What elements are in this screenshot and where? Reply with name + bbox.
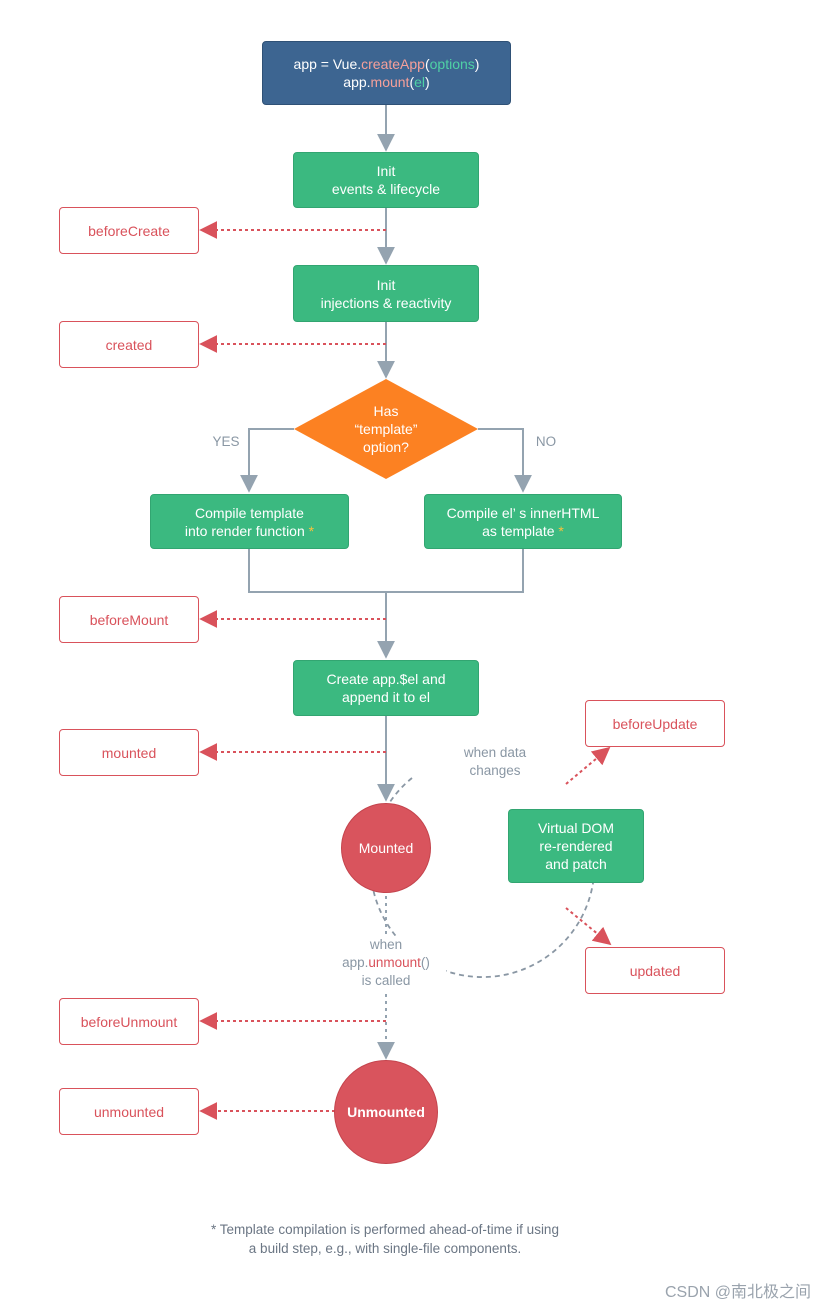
init-injections-line-1: Init xyxy=(376,276,396,293)
hook-arrow-updated xyxy=(565,907,612,946)
compile-template-line-1: Compile template xyxy=(195,504,304,521)
footnote: * Template compilation is performed ahea… xyxy=(160,1220,610,1258)
unmounted-state-label: Unmounted xyxy=(347,1104,425,1120)
init-events-box: Init events & lifecycle xyxy=(293,152,479,208)
connector-no xyxy=(478,428,532,493)
init-events-line-2: events & lifecycle xyxy=(331,181,441,197)
watermark: CSDN @南北极之间 xyxy=(664,1284,811,1301)
hook-before-update: beforeUpdate xyxy=(585,700,725,747)
hook-before-mount: beforeMount xyxy=(59,596,199,643)
decision-text: Has “template” option? xyxy=(326,399,446,459)
compile-el-box: Compile el’ s innerHTML as template * xyxy=(424,494,622,549)
hook-before-mount-label: beforeMount xyxy=(89,611,169,628)
hook-before-update-label: beforeUpdate xyxy=(612,715,698,732)
hook-arrow-before-update xyxy=(565,746,611,785)
unmounted-state: Unmounted xyxy=(334,1060,438,1164)
init-events-line-1: Init xyxy=(376,163,396,179)
no-label: NO xyxy=(535,434,557,449)
when-data-changes-label: when data changes xyxy=(445,744,545,780)
hook-created: created xyxy=(59,321,199,368)
when-data-line-1: when data xyxy=(463,745,527,760)
footnote-marker: * xyxy=(308,522,315,539)
compile-el-line-1: Compile el’ s innerHTML xyxy=(446,504,600,521)
start-line-2: app.mount(el) xyxy=(343,74,430,90)
decision-line-2: “template” xyxy=(354,421,418,437)
decision-diamond xyxy=(294,379,478,479)
when-unmount-label: when app.unmount() is called xyxy=(326,936,446,990)
create-el-line-2: append it to el xyxy=(342,689,430,705)
when-unmount-line-2: app.unmount() xyxy=(342,955,430,970)
decision-line-1: Has xyxy=(373,403,399,419)
virtual-dom-line-3: and patch xyxy=(545,856,607,872)
hook-updated: updated xyxy=(585,947,725,994)
virtual-dom-box: Virtual DOM re-rendered and patch xyxy=(508,809,644,883)
hook-unmounted: unmounted xyxy=(59,1088,199,1135)
compile-el-line-2: as template * xyxy=(482,522,564,539)
mounted-state-label: Mounted xyxy=(358,840,414,856)
yes-label: YES xyxy=(212,434,240,449)
footnote-line-2: a build step, e.g., with single-file com… xyxy=(248,1241,522,1256)
virtual-dom-line-2: re-rendered xyxy=(539,838,613,854)
hook-unmounted-label: unmounted xyxy=(93,1103,165,1120)
init-injections-box: Init injections & reactivity xyxy=(293,265,479,322)
init-injections-line-2: injections & reactivity xyxy=(320,294,452,311)
hook-created-label: created xyxy=(105,336,153,353)
when-unmount-line-1: when xyxy=(369,937,403,952)
hook-before-unmount: beforeUnmount xyxy=(59,998,199,1045)
hook-before-create: beforeCreate xyxy=(59,207,199,254)
create-el-box: Create app.$el and append it to el xyxy=(293,660,479,716)
hook-mounted-label: mounted xyxy=(101,744,157,761)
hook-before-create-label: beforeCreate xyxy=(88,222,170,239)
hook-updated-label: updated xyxy=(629,962,681,979)
hook-mounted: mounted xyxy=(59,729,199,776)
update-cycle-arc xyxy=(369,777,596,978)
start-line-1: app = Vue.createApp(options) xyxy=(293,56,480,72)
hook-before-unmount-label: beforeUnmount xyxy=(80,1013,178,1030)
mounted-state: Mounted xyxy=(341,803,431,893)
virtual-dom-line-1: Virtual DOM xyxy=(538,820,614,836)
footnote-line-1: * Template compilation is performed ahea… xyxy=(211,1222,559,1237)
connector-yes xyxy=(240,428,294,493)
footnote-marker: * xyxy=(558,522,564,539)
when-data-line-2: changes xyxy=(469,763,521,778)
compile-template-box: Compile template into render function * xyxy=(150,494,349,549)
when-unmount-line-3: is called xyxy=(361,973,411,988)
create-el-line-1: Create app.$el and xyxy=(326,671,446,687)
connector-merge xyxy=(248,549,524,593)
start-box: app = Vue.createApp(options) app.mount(e… xyxy=(262,41,511,105)
decision-line-3: option? xyxy=(363,439,409,455)
compile-template-line-2: into render function * xyxy=(184,522,315,539)
